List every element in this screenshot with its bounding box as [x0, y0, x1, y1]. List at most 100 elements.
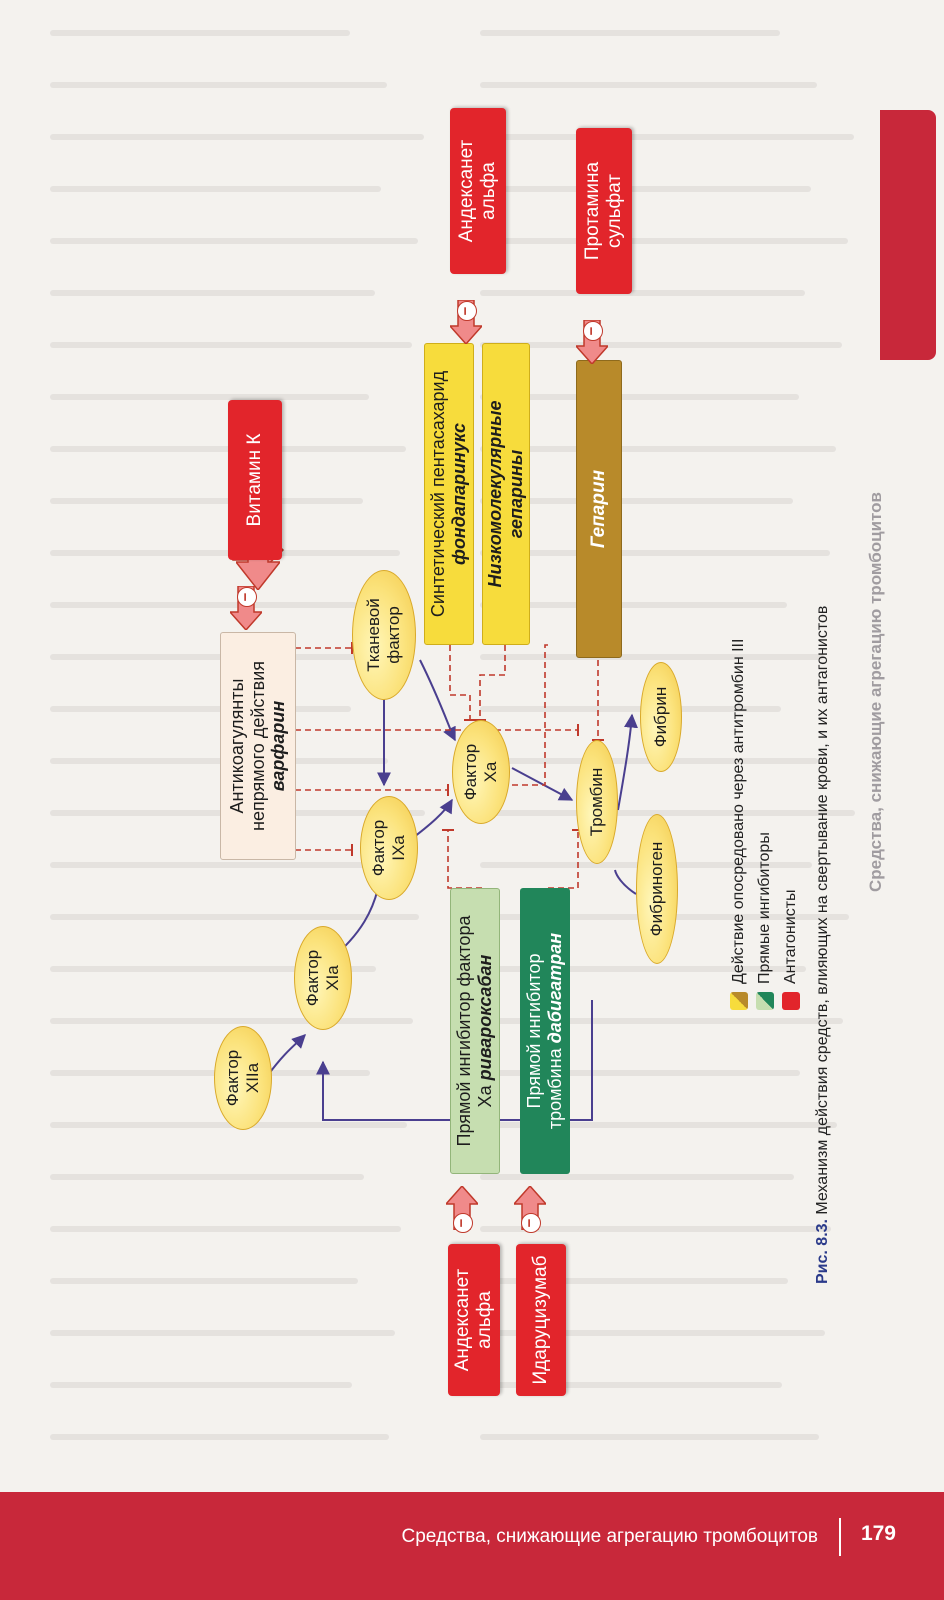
thrombin-inhibitor-line1: Прямой ингибитор	[524, 953, 545, 1109]
thrombin-label: Тромбин	[587, 767, 607, 837]
bleed-line	[50, 134, 424, 140]
arrow-xiia-to-xia	[267, 1034, 306, 1076]
legend-item: Действие опосредовано через антитромбин …	[730, 639, 748, 1010]
protamine-label: Протамина сульфат	[582, 161, 625, 261]
footer-band: Средства, снижающие агрегацию тромбоцито…	[0, 1492, 944, 1600]
pentasaccharide-drug: фондапаринукс	[449, 423, 469, 565]
bleed-line	[480, 30, 780, 36]
factor-xiia-label: Фактор XIIa	[223, 1049, 262, 1107]
bleed-line	[480, 602, 787, 608]
factor-xa-node: Фактор Xa	[452, 720, 510, 824]
bleed-line	[50, 1070, 370, 1076]
minus-andexanet-top: −	[457, 301, 477, 321]
legend-label: Антагонисты	[782, 889, 799, 984]
lmwh-line1: Низкомолекулярные	[485, 400, 506, 588]
protamine-box: Протамина сульфат	[576, 128, 632, 294]
arrow-fibrinogen-to-thrombin	[614, 869, 637, 895]
factor-xa-label: Фактор Xa	[461, 743, 500, 801]
bleed-line	[50, 1278, 358, 1284]
andexanet-top-box: Андексанет альфа	[450, 108, 506, 274]
minus-idarucizumab: −	[521, 1213, 541, 1233]
legend-item: Антагонисты	[782, 889, 800, 1010]
andexanet-bottom-label: Андексанет альфа	[452, 1268, 495, 1372]
legend-label: Прямые ингибиторы	[756, 832, 773, 984]
fibrin-node: Фибрин	[640, 662, 682, 772]
indirect-drug: варфарин	[268, 700, 289, 792]
bleed-line	[480, 186, 811, 192]
inhibit-dabigatran-thrombin	[548, 830, 579, 889]
inhibition-lines	[295, 644, 599, 889]
bleed-line	[50, 862, 382, 868]
heparin-box: Гепарин	[576, 360, 622, 658]
inhibit-fonda-xa	[449, 645, 471, 720]
idarucizumab-label: Идаруцизумаб	[530, 1255, 552, 1385]
thrombin-inhibitor-line2: тромбина	[545, 1048, 565, 1130]
bleed-line	[480, 342, 842, 348]
bleed-line	[480, 498, 793, 504]
fibrin-label: Фибрин	[651, 686, 671, 748]
legend-item: Прямые ингибиторы	[756, 832, 774, 1010]
fibrinogen-label: Фибриноген	[647, 841, 667, 937]
bleed-line	[480, 1122, 837, 1128]
bleed-line	[50, 1382, 352, 1388]
bleed-line	[50, 1330, 395, 1336]
caption-prefix: Рис. 8.3.	[814, 1219, 831, 1284]
bleed-line	[480, 82, 817, 88]
bleed-line	[480, 134, 854, 140]
andexanet-top-label: Андексанет альфа	[456, 139, 499, 243]
tissue-factor-label: Тканевой фактор	[364, 598, 403, 672]
idarucizumab-box: Идаруцизумаб	[516, 1244, 566, 1396]
inhibit-heparin-xa	[500, 644, 548, 786]
thrombin-inhibitor-line2-wrap: тромбина дабигатран	[545, 933, 566, 1129]
bleed-line	[480, 1070, 800, 1076]
running-header: Средства, снижающие агрегацию тромбоцито…	[866, 492, 885, 892]
andexanet-bottom-box: Андексанет альфа	[448, 1244, 500, 1396]
lmwh-box: Низкомолекулярные гепарины	[482, 343, 530, 645]
bleed-line	[50, 966, 376, 972]
fibrinogen-node: Фибриноген	[636, 814, 678, 964]
factor-ixa-node: Фактор IXa	[360, 796, 418, 900]
factor-xiia-node: Фактор XIIa	[214, 1026, 272, 1130]
bleed-line	[50, 1226, 401, 1232]
bleed-line	[480, 654, 824, 660]
bleed-line	[480, 550, 830, 556]
vitamin-k-label: Витамин К	[244, 433, 266, 527]
indirect-line1: Антикоагулянты	[226, 678, 247, 814]
factor-ixa-label: Фактор IXa	[369, 819, 408, 877]
minus-andexanet-bottom: −	[453, 1213, 473, 1233]
bleed-line	[480, 966, 806, 972]
bleed-line	[50, 238, 418, 244]
legend-label: Действие опосредовано через антитромбин …	[730, 638, 747, 984]
bleed-line	[480, 394, 799, 400]
heparin-label: Гепарин	[588, 469, 610, 549]
minus-vitamin-k: −	[237, 587, 257, 607]
legend-swatch	[756, 992, 774, 1010]
arrow-xa-to-thrombin	[511, 767, 574, 801]
bleed-line	[50, 394, 369, 400]
bleed-line	[480, 1174, 794, 1180]
bleed-line	[50, 186, 381, 192]
bleed-line	[50, 914, 419, 920]
arrow-tissue-to-xa	[419, 659, 456, 742]
bleed-line	[480, 1330, 825, 1336]
bleed-line	[50, 1018, 413, 1024]
page-number: 179	[860, 1522, 896, 1545]
pentasaccharide-line1: Синтетический пентасахарид	[428, 370, 449, 618]
figure-caption: Рис. 8.3. Механизм действия средств, вли…	[814, 284, 832, 1284]
factor-xia-label: Фактор XIa	[303, 949, 342, 1007]
arrow-thrombin-to-fibrin	[617, 713, 638, 811]
caption-text: Механизм действия средств, влияющих на с…	[814, 605, 831, 1215]
bleed-line	[480, 290, 805, 296]
xa-inhibitor-drug: ривароксабан	[475, 954, 495, 1081]
tissue-factor-node: Тканевой фактор	[352, 570, 416, 700]
legend-swatch	[730, 992, 748, 1010]
footer-section-title: Средства, снижающие агрегацию тромбоцито…	[401, 1526, 818, 1547]
bleed-line	[480, 1382, 782, 1388]
xa-inhibitor-box: Прямой ингибитор фактора Xa ривароксабан	[450, 888, 500, 1174]
footer-separator	[839, 1518, 841, 1556]
bleed-line	[480, 1018, 843, 1024]
bleed-line	[480, 1226, 831, 1232]
